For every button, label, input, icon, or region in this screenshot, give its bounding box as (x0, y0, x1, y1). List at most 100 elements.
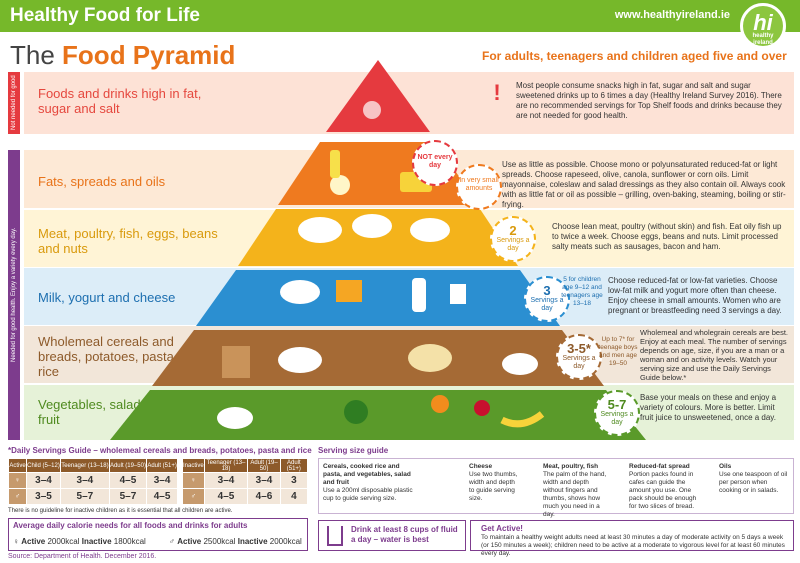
inactive-label: Inactive (81, 537, 112, 546)
cereal-bowl-icon (278, 347, 322, 373)
daily-servings-guide-title: *Daily Servings Guide – wholemeal cereal… (8, 446, 312, 455)
table-cell: 4–5 (203, 488, 249, 505)
table-cell: 3–4 (59, 472, 110, 489)
milk-glass-icon (412, 278, 426, 312)
table-cell: 5–7 (108, 488, 148, 505)
ssg-text: Use two thumbs, width and depth to guide… (469, 471, 518, 502)
logo-text: hi (753, 10, 773, 35)
male-icon: ♂ (182, 488, 205, 505)
ssg-text: Use a 200ml disposable plastic cup to gu… (323, 487, 413, 502)
tier-label: Milk, yogurt and cheese (38, 290, 176, 305)
serving-badge-fats: In very small amounts (456, 164, 502, 210)
tier-label: Meat, poultry, fish, eggs, beans and nut… (38, 226, 218, 256)
page-subtitle: For adults, teenagers and children aged … (482, 49, 787, 63)
header-bar: Healthy Food for Life www.healthyireland… (0, 0, 800, 32)
snack-icon (363, 101, 381, 119)
cereal-serving-note: Up to 7* for teenage boys and men age 19… (598, 336, 638, 367)
tier-label: Wholemeal cereals and breads, potatoes, … (38, 334, 200, 379)
warning-icon: ! (493, 80, 501, 105)
tier-text: Use as little as possible. Choose mono o… (502, 160, 786, 209)
dairy-serving-note: 5 for children age 9–12 and teenagers ag… (561, 276, 603, 307)
cheese-icon (336, 280, 362, 302)
table-cell: 4–5 (146, 488, 178, 505)
table-cell: 4 (279, 488, 309, 505)
col-header: Teenager (13–18) (203, 458, 249, 473)
plate-icon (410, 218, 450, 242)
table-cell: 3–4 (146, 472, 178, 489)
col-header: Adult (19–50) (108, 458, 148, 473)
serving-unit: Servings a day (530, 297, 564, 312)
serving-unit: Servings a day (496, 237, 530, 252)
ssg-head: Cheese (469, 463, 493, 470)
serving-unit: Servings a day (600, 411, 634, 426)
source-note: Source: Department of Health. December 2… (8, 553, 157, 560)
ssg-head: Cereals, cooked rice and pasta, and vege… (323, 463, 411, 486)
table-cell: 4–6 (247, 488, 281, 505)
ssg-head: Oils (719, 463, 732, 470)
col-header: Adult (51+) (146, 458, 178, 473)
apple-icon (474, 400, 490, 416)
guide-note: There is no guideline for inactive child… (8, 508, 233, 514)
ssg-cereals: Cereals, cooked rice and pasta, and vege… (323, 463, 413, 503)
yogurt-icon (450, 284, 466, 304)
rice-icon (502, 353, 538, 375)
female-icon: ♀ (8, 472, 27, 489)
female-icon: ♀ (13, 537, 22, 546)
col-header: Teenager (13–18) (59, 458, 110, 473)
serving-size-guide-title: Serving size guide (318, 446, 389, 455)
active-label: Active (177, 537, 202, 546)
get-active-text: To maintain a healthy weight adults need… (481, 534, 785, 557)
serving-count: 3 (543, 283, 551, 298)
title-main: Food Pyramid (62, 40, 236, 70)
ssg-text: Portion packs found in cafes can guide t… (629, 471, 697, 510)
serving-unit: Servings a day (562, 355, 596, 370)
page-title: The Food Pyramid (10, 40, 235, 71)
title-prefix: The (10, 40, 55, 70)
tier-top-shelf: Foods and drinks high in fat, sugar and … (24, 72, 794, 134)
serving-size-guide: Cereals, cooked rice and pasta, and vege… (318, 458, 794, 518)
plate-icon (352, 214, 392, 238)
oil-bottle-icon (330, 150, 340, 178)
table-cell: 3–4 (203, 472, 249, 489)
tier-label: Foods and drinks high in fat, sugar and … (38, 86, 202, 116)
calorie-needs-box: Average daily calorie needs for all food… (8, 518, 308, 551)
table-cell: 3–4 (26, 472, 61, 489)
banana-icon (500, 411, 545, 428)
tier-text: Base your meals on these and enjoy a var… (640, 393, 777, 422)
bread-icon (222, 346, 250, 378)
plate-icon (298, 217, 342, 243)
tier-label: Fats, spreads and oils (38, 174, 166, 189)
table-cell: 3–4 (247, 472, 281, 489)
drink-box: Drink at least 8 cups of fluid a day – w… (318, 520, 466, 551)
active-header: Active (8, 458, 27, 473)
pyramid-vegetables (110, 390, 646, 440)
serving-badge-not-every-day: NOT every day (412, 140, 458, 186)
spread-icon (330, 175, 350, 195)
serving-badge-cereals: 3-5*Servings a day (556, 334, 602, 380)
pyramid-cereals (152, 330, 604, 386)
cup-icon (327, 526, 343, 546)
drink-text: Drink at least 8 cups of fluid a day – w… (351, 525, 458, 544)
table-cell: 4–5 (108, 472, 148, 489)
get-active-title: Get Active! (481, 524, 523, 533)
serving-count: 2 (509, 223, 517, 238)
website-link[interactable]: www.healthyireland.ie (614, 9, 730, 21)
logo-subtext: healthy ireland (752, 33, 774, 46)
tier-label: Vegetables, salad and fruit (38, 397, 166, 427)
inactive-header: Inactive (182, 458, 205, 473)
active-label: Active (21, 537, 46, 546)
calorie-value: 2000kcal (47, 537, 80, 546)
female-icon: ♀ (182, 472, 205, 489)
calorie-title: Average daily calorie needs for all food… (13, 521, 248, 530)
pyramid-dairy (196, 270, 560, 326)
tier-text: Choose reduced-fat or low-fat varieties.… (608, 276, 782, 315)
